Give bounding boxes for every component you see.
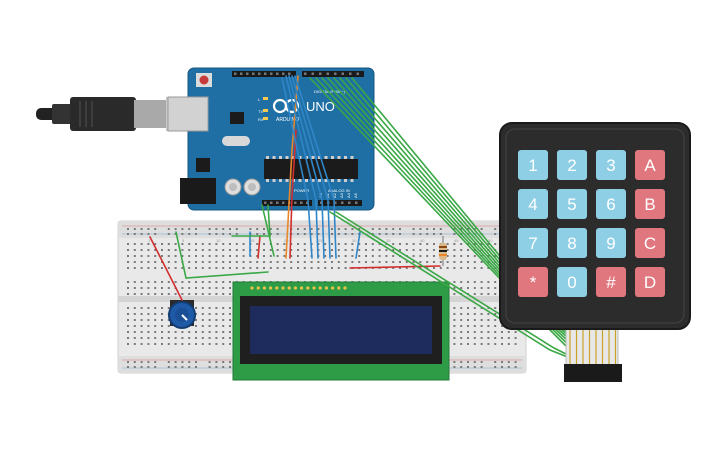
svg-text:A4: A4 (346, 192, 351, 198)
wire-blue (294, 75, 337, 259)
wire-red (289, 129, 297, 259)
arduino-uno-board: UNO ARDUINO DIGITAL (PWM~) POWER ANALOG … (36, 67, 375, 211)
keypad-key-C[interactable]: C (635, 228, 665, 258)
keypad-key-1[interactable]: 1 (518, 150, 548, 180)
wire-red (349, 265, 441, 269)
breadboard-column-label: 15 (250, 238, 255, 243)
breadboard-column-label: 10 (216, 238, 221, 243)
wire-blue (281, 77, 313, 259)
wire-green (329, 211, 571, 359)
keypad-key-0[interactable]: 0 (557, 267, 587, 297)
keypad-key-label: 3 (606, 156, 615, 175)
keypad-key-label: # (606, 273, 616, 292)
atmega-chip-pins (266, 156, 354, 182)
keypad-key-9[interactable]: 9 (596, 228, 626, 258)
keypad-key-label: 2 (567, 156, 576, 175)
led-label-l: L (258, 97, 261, 102)
wire-blue (355, 231, 361, 259)
wire-red (257, 235, 261, 259)
wire-red (149, 236, 183, 301)
keypad-key-label: 0 (567, 273, 576, 292)
wire-green (175, 231, 269, 279)
breadboard-column-label: 1 (148, 238, 151, 243)
keypad-key-2[interactable]: 2 (557, 150, 587, 180)
keypad-key-label: * (530, 273, 537, 292)
keypad-key-6[interactable]: 6 (596, 189, 626, 219)
power-label: POWER (294, 188, 309, 193)
breadboard-column-label: 45 (454, 238, 459, 243)
keypad-key-label: 6 (606, 195, 615, 214)
keypad-key-label: D (644, 273, 656, 292)
keypad-key-A[interactable]: A (635, 150, 665, 180)
analog-in-label: ANALOG IN (328, 188, 350, 193)
lcd-pins (250, 286, 347, 290)
keypad-key-D[interactable]: D (635, 267, 665, 297)
uno-label: UNO (306, 99, 335, 114)
keypad-key-4[interactable]: 4 (518, 189, 548, 219)
lcd-16x2-module (232, 281, 450, 381)
led-label-tx: TX (258, 109, 263, 114)
keypad-key-8[interactable]: 8 (557, 228, 587, 258)
wire-blue (285, 75, 319, 259)
keypad-key-label: A (644, 156, 656, 175)
wire-blue (288, 75, 325, 259)
keypad-key-label: C (644, 234, 656, 253)
keypad-key-3[interactable]: 3 (596, 150, 626, 180)
svg-text:A3: A3 (339, 192, 344, 198)
svg-text:A2: A2 (332, 192, 337, 198)
keypad-key-B[interactable]: B (635, 189, 665, 219)
keypad-key-label: 7 (528, 234, 537, 253)
wire-green (231, 204, 271, 237)
usb-cable (36, 97, 190, 131)
keypad-key-label: 5 (567, 195, 576, 214)
keypad-key-label: B (644, 195, 655, 214)
digital-label: DIGITAL (PWM~) (314, 89, 346, 94)
header-pins (234, 72, 359, 204)
keypad-key-5[interactable]: 5 (557, 189, 587, 219)
led-label-rx: RX (258, 117, 264, 122)
keypad-key-*[interactable]: * (518, 267, 548, 297)
keypad-ribbon-cable (564, 321, 622, 382)
breadboard-column-label: 50 (488, 238, 493, 243)
breadboard-column-label: 5 (182, 238, 185, 243)
breadboard-column-label: 25 (318, 238, 323, 243)
keypad-key-label: 9 (606, 234, 615, 253)
lcd-screen (250, 306, 432, 354)
keypad-key-label: 8 (567, 234, 576, 253)
svg-text:A1: A1 (325, 192, 330, 198)
potentiometer (168, 300, 196, 329)
keypad-keys: 1 2 3 A 4 5 6 B 7 8 9 C * 0 # D (518, 150, 665, 297)
keypad-key-label: 1 (528, 156, 537, 175)
keypad-key-7[interactable]: 7 (518, 228, 548, 258)
breadboard-column-label: 40 (420, 238, 425, 243)
keypad-key-label: 4 (528, 195, 537, 214)
svg-text:A5: A5 (353, 192, 358, 198)
keypad-4x4: 1 2 3 A 4 5 6 B 7 8 9 C * 0 # D (499, 122, 691, 382)
wire-green (261, 204, 275, 257)
breadboard-column-label: 30 (352, 238, 357, 243)
reset-button (199, 75, 209, 85)
wire-blue (291, 75, 331, 259)
breadboard-column-label: 35 (386, 238, 391, 243)
resistor (439, 236, 447, 266)
keypad-key-#[interactable]: # (596, 267, 626, 297)
brand-label: ARDUINO (276, 117, 299, 123)
